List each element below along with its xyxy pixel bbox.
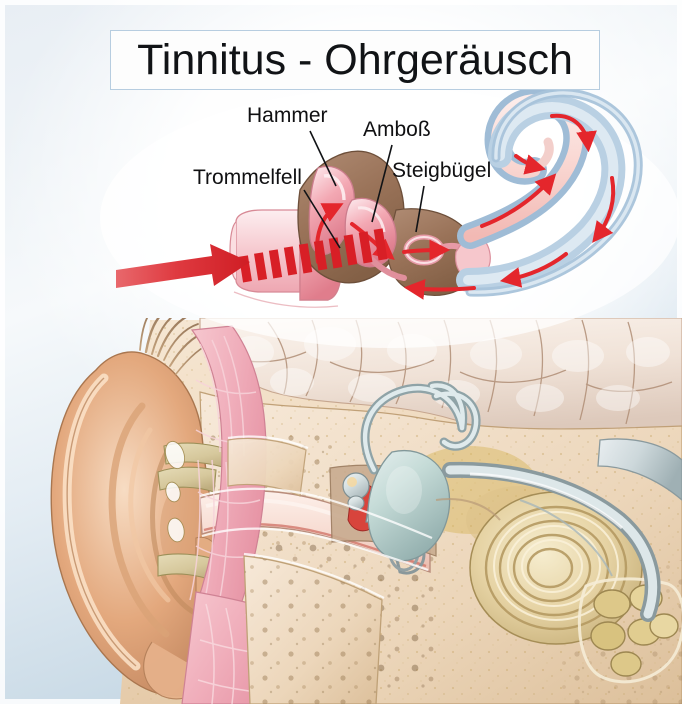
vestibule	[367, 450, 451, 562]
nerve-branch	[597, 438, 682, 501]
page-title: Tinnitus - Ohrgeräusch	[137, 35, 573, 84]
label-trommelfell: Trommelfell	[193, 166, 302, 189]
label-steigbuegel: Steigbügel	[392, 159, 492, 182]
sound-wave-bars	[239, 228, 388, 283]
leader-ambos	[371, 144, 393, 223]
label-hammer: Hammer	[247, 104, 328, 127]
cochlea-spiral	[456, 87, 643, 297]
leader-steigbuegel	[415, 185, 425, 233]
sound-input-arrow	[116, 244, 250, 288]
label-ambos: Amboß	[363, 118, 431, 141]
auditory-nerve	[442, 461, 661, 622]
leader-hammer	[309, 130, 337, 187]
title-box: Tinnitus - Ohrgeräusch	[110, 30, 600, 90]
semicircular-canals-highlight	[362, 383, 479, 473]
flow-arrows	[315, 113, 616, 300]
